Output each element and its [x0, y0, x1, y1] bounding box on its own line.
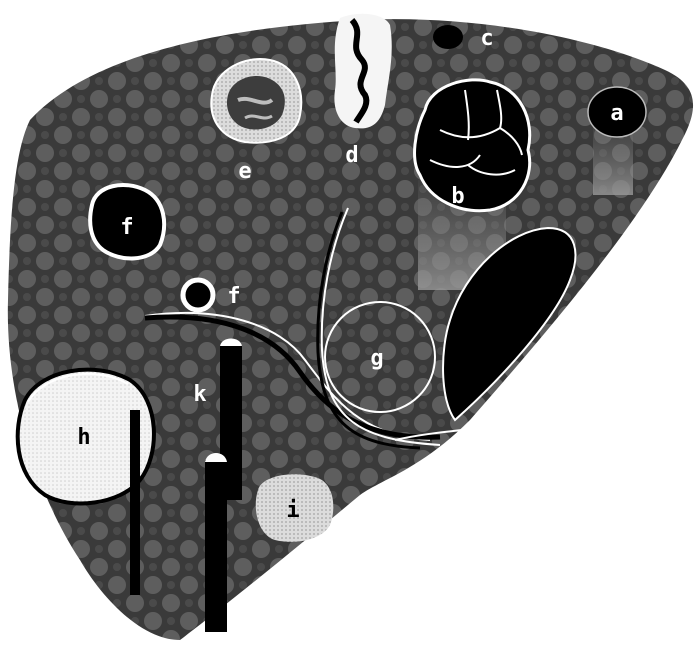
lesion-i: i: [256, 474, 334, 542]
label-e: e: [238, 159, 251, 184]
label-b: b: [451, 184, 464, 209]
label-f-large: f: [120, 215, 133, 240]
label-i: i: [286, 498, 299, 523]
label-g: g: [370, 346, 383, 371]
lesion-f-large: f: [90, 185, 164, 258]
label-h: h: [77, 425, 90, 450]
label-f-small: f: [227, 284, 240, 309]
lesion-f-small: f: [183, 280, 241, 310]
lesion-b: b: [415, 80, 530, 211]
label-c: c: [480, 26, 493, 51]
label-a: a: [610, 101, 623, 126]
label-d: d: [345, 143, 358, 168]
lesion-a: a: [588, 87, 646, 137]
label-k: k: [193, 382, 206, 407]
